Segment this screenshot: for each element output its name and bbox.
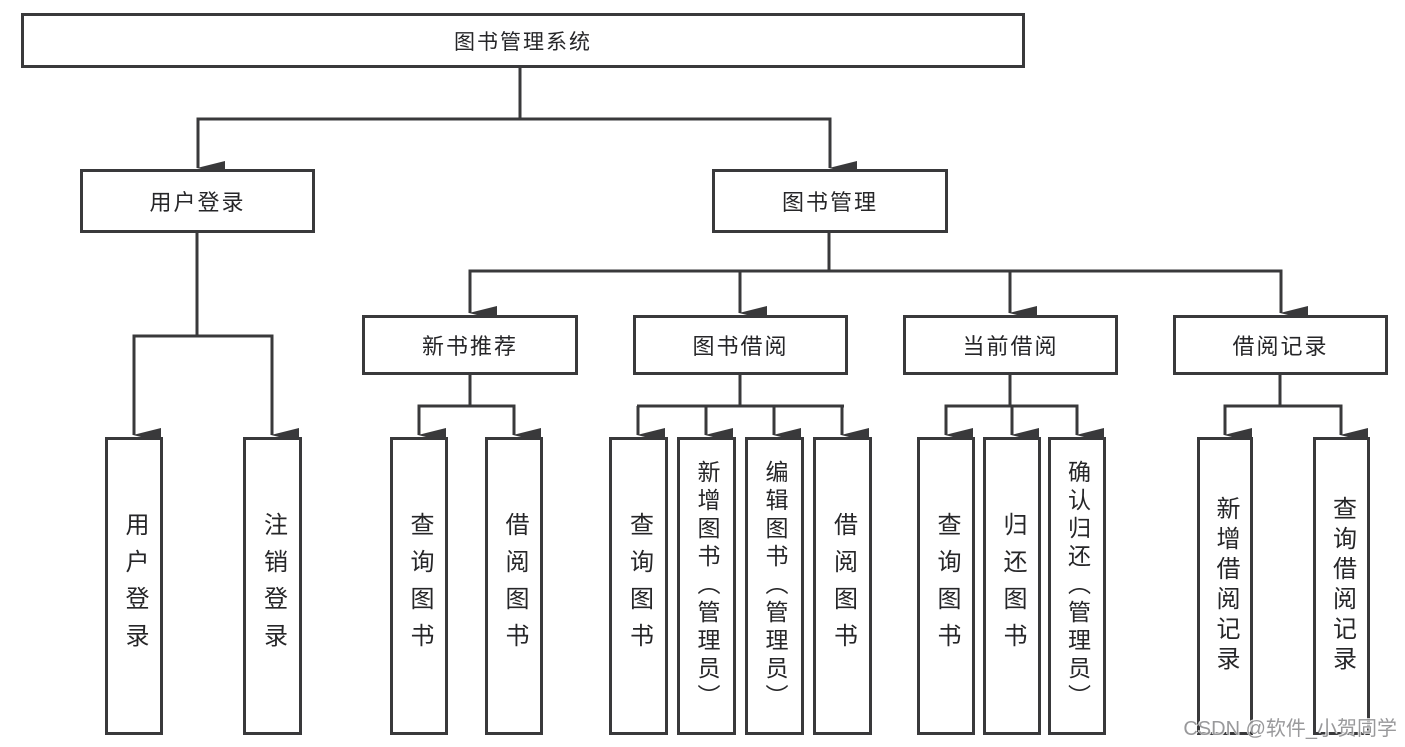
leaf-query-book-current: 查询图书 — [917, 437, 975, 735]
node-book-management: 图书管理 — [712, 169, 948, 233]
leaf-return-book-label: 归还图书 — [999, 512, 1026, 660]
leaf-edit-book-admin: 编辑图书（管理员） — [745, 437, 804, 735]
leaf-logout: 注销登录 — [243, 437, 302, 735]
leaf-add-borrow-record: 新增借阅记录 — [1197, 437, 1253, 735]
node-root: 图书管理系统 — [21, 13, 1025, 68]
leaf-query-book-current-label: 查询图书 — [933, 512, 960, 660]
leaf-borrow-book-recommend: 借阅图书 — [485, 437, 543, 735]
node-root-label: 图书管理系统 — [454, 30, 592, 54]
leaf-logout-label: 注销登录 — [259, 512, 287, 660]
leaf-return-book: 归还图书 — [983, 437, 1041, 735]
node-borrow-records: 借阅记录 — [1173, 315, 1388, 375]
leaf-add-book-admin-label: 新增图书（管理员） — [694, 460, 720, 712]
leaf-add-book-admin: 新增图书（管理员） — [677, 437, 736, 735]
watermark: CSDN @软件_小贺同学 — [1183, 718, 1397, 740]
leaf-add-borrow-record-label: 新增借阅记录 — [1212, 496, 1239, 676]
node-book-borrow-label: 图书借阅 — [692, 334, 789, 359]
node-new-book-recommend: 新书推荐 — [362, 315, 578, 375]
leaf-confirm-return-admin-label: 确认归还（管理员） — [1064, 460, 1091, 712]
leaf-query-book-borrow-label: 查询图书 — [625, 512, 653, 660]
leaf-query-book-recommend-label: 查询图书 — [406, 512, 433, 660]
node-book-management-label: 图书管理 — [781, 190, 878, 215]
leaf-user-login: 用户登录 — [105, 437, 163, 735]
node-current-borrow-label: 当前借阅 — [962, 334, 1059, 359]
node-book-borrow: 图书借阅 — [633, 315, 848, 375]
leaf-borrow-book: 借阅图书 — [813, 437, 872, 735]
leaf-borrow-book-label: 借阅图书 — [829, 512, 857, 660]
leaf-user-login-label: 用户登录 — [121, 512, 148, 660]
node-user-login-label: 用户登录 — [149, 190, 246, 215]
leaf-query-book-borrow: 查询图书 — [609, 437, 668, 735]
leaf-confirm-return-admin: 确认归还（管理员） — [1048, 437, 1106, 735]
node-borrow-records-label: 借阅记录 — [1232, 334, 1329, 359]
leaf-edit-book-admin-label: 编辑图书（管理员） — [762, 460, 788, 712]
leaf-query-borrow-record-label: 查询借阅记录 — [1328, 496, 1356, 676]
leaf-query-borrow-record: 查询借阅记录 — [1313, 437, 1370, 735]
node-current-borrow: 当前借阅 — [903, 315, 1118, 375]
leaf-borrow-book-recommend-label: 借阅图书 — [501, 512, 528, 660]
node-user-login: 用户登录 — [80, 169, 315, 233]
node-new-book-recommend-label: 新书推荐 — [421, 334, 518, 359]
leaf-query-book-recommend: 查询图书 — [390, 437, 448, 735]
